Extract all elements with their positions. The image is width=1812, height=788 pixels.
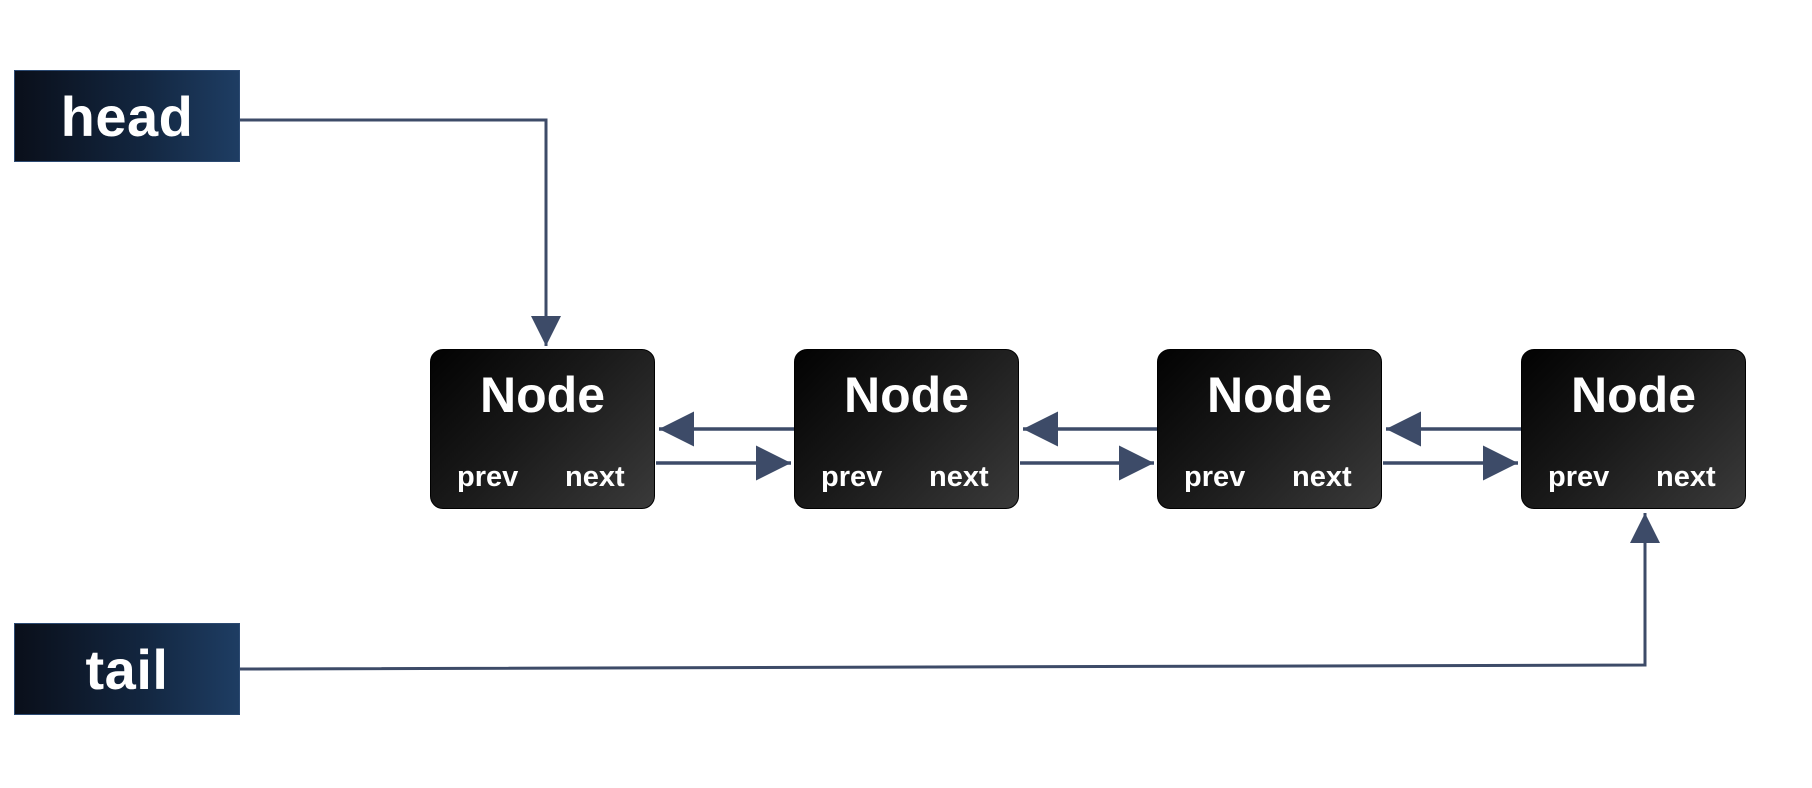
node-title: Node (480, 367, 605, 423)
node-prev-label: prev (457, 461, 519, 493)
node-2: Node prev next (794, 349, 1019, 509)
node-title: Node (1571, 367, 1696, 423)
tail-pointer-arrow (239, 513, 1660, 671)
node-4: Node prev next (1521, 349, 1746, 509)
node-next-label: next (1656, 461, 1716, 493)
node-title: Node (844, 367, 969, 423)
node-next-label: next (929, 461, 989, 493)
head-label: head (60, 84, 194, 148)
node-prev-label: prev (1548, 461, 1610, 493)
node-next-label: next (1292, 461, 1352, 493)
node-1: Node prev next (430, 349, 655, 509)
node-prev-label: prev (1184, 461, 1246, 493)
head-pointer: head (14, 70, 240, 162)
tail-label: tail (85, 637, 169, 701)
tail-pointer: tail (14, 623, 240, 715)
node-next-label: next (565, 461, 625, 493)
node-title: Node (1207, 367, 1332, 423)
node-prev-label: prev (821, 461, 883, 493)
node-3: Node prev next (1157, 349, 1382, 509)
head-pointer-arrow (240, 118, 561, 346)
